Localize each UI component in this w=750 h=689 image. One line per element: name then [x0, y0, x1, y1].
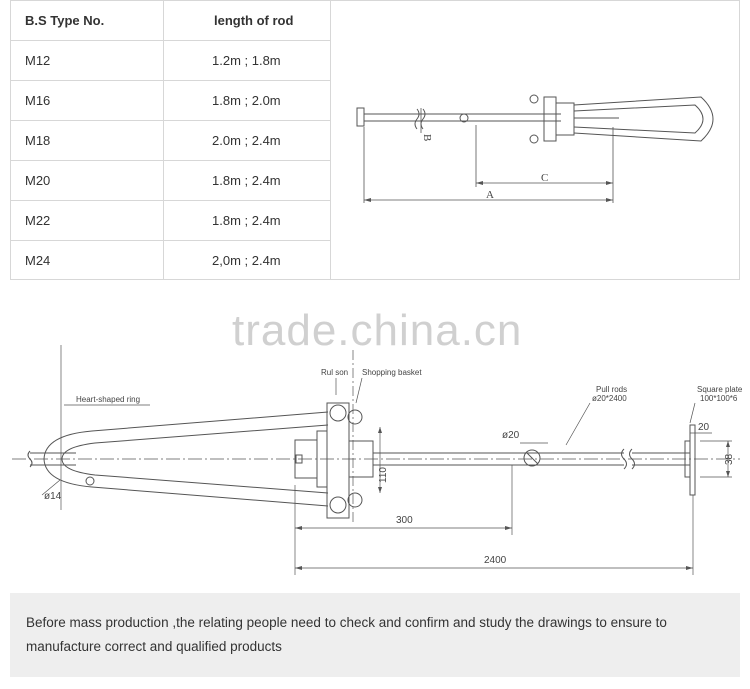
length-cell: 1.8m ; 2.4m	[163, 200, 331, 241]
table-row: M20 1.8m ; 2.4m	[11, 160, 331, 201]
watermark: trade.china.cn	[232, 306, 523, 355]
production-note-text: Before mass production ,the relating peo…	[26, 615, 667, 654]
type-cell: M20	[11, 160, 164, 201]
type-cell: M12	[11, 40, 164, 81]
table-row: M18 2.0m ; 2.4m	[11, 120, 331, 161]
table-row: M22 1.8m ; 2.4m	[11, 200, 331, 241]
label-shopping-basket: Shopping basket	[362, 368, 422, 377]
label-dim-110: 110	[378, 467, 389, 483]
main-technical-drawing: Rul son Shopping basket Heart-shaped rin…	[12, 345, 743, 575]
length-cell: 1.8m ; 2.4m	[163, 160, 331, 201]
label-square-plate-spec: 100*100*6	[700, 394, 738, 403]
label-dim-38: 38	[724, 453, 735, 465]
table-row: M24 2,0m ; 2.4m	[11, 240, 331, 280]
label-b: B	[421, 134, 433, 141]
label-a: A	[486, 189, 494, 201]
label-pull-rods: Pull rods	[596, 385, 627, 394]
length-cell: 1.2m ; 1.8m	[163, 40, 331, 81]
table-row: M16 1.8m ; 2.0m	[11, 80, 331, 121]
label-pull-rods-spec: ø20*2400	[592, 394, 627, 403]
length-cell: 2,0m ; 2.4m	[163, 240, 331, 280]
type-cell: M24	[11, 240, 164, 280]
spec-table: B.S Type No. length of rod M12 1.2m ; 1.…	[11, 1, 331, 280]
production-note: Before mass production ,the relating peo…	[10, 593, 740, 677]
header-length-of-rod: length of rod	[163, 1, 331, 41]
table-row: M12 1.2m ; 1.8m	[11, 40, 331, 81]
label-dim-300: 300	[396, 515, 413, 526]
label-dia-14: ø14	[44, 491, 62, 502]
label-c: C	[541, 172, 548, 184]
small-technical-drawing: B C A	[356, 94, 714, 203]
spec-block: B.S Type No. length of rod M12 1.2m ; 1.…	[10, 0, 740, 280]
type-cell: M16	[11, 80, 164, 121]
label-plate-thickness: 20	[698, 422, 710, 433]
label-rod-diameter: ø20	[502, 430, 520, 441]
type-cell: M22	[11, 200, 164, 241]
header-type-no: B.S Type No.	[11, 1, 164, 41]
label-rul-son: Rul son	[321, 368, 348, 377]
length-cell: 2.0m ; 2.4m	[163, 120, 331, 161]
type-cell: M18	[11, 120, 164, 161]
label-dim-2400: 2400	[484, 555, 507, 566]
label-square-plate: Square plate	[697, 385, 743, 394]
table-header-row: B.S Type No. length of rod	[11, 1, 331, 41]
length-cell: 1.8m ; 2.0m	[163, 80, 331, 121]
label-heart-shaped-ring: Heart-shaped ring	[76, 395, 140, 404]
